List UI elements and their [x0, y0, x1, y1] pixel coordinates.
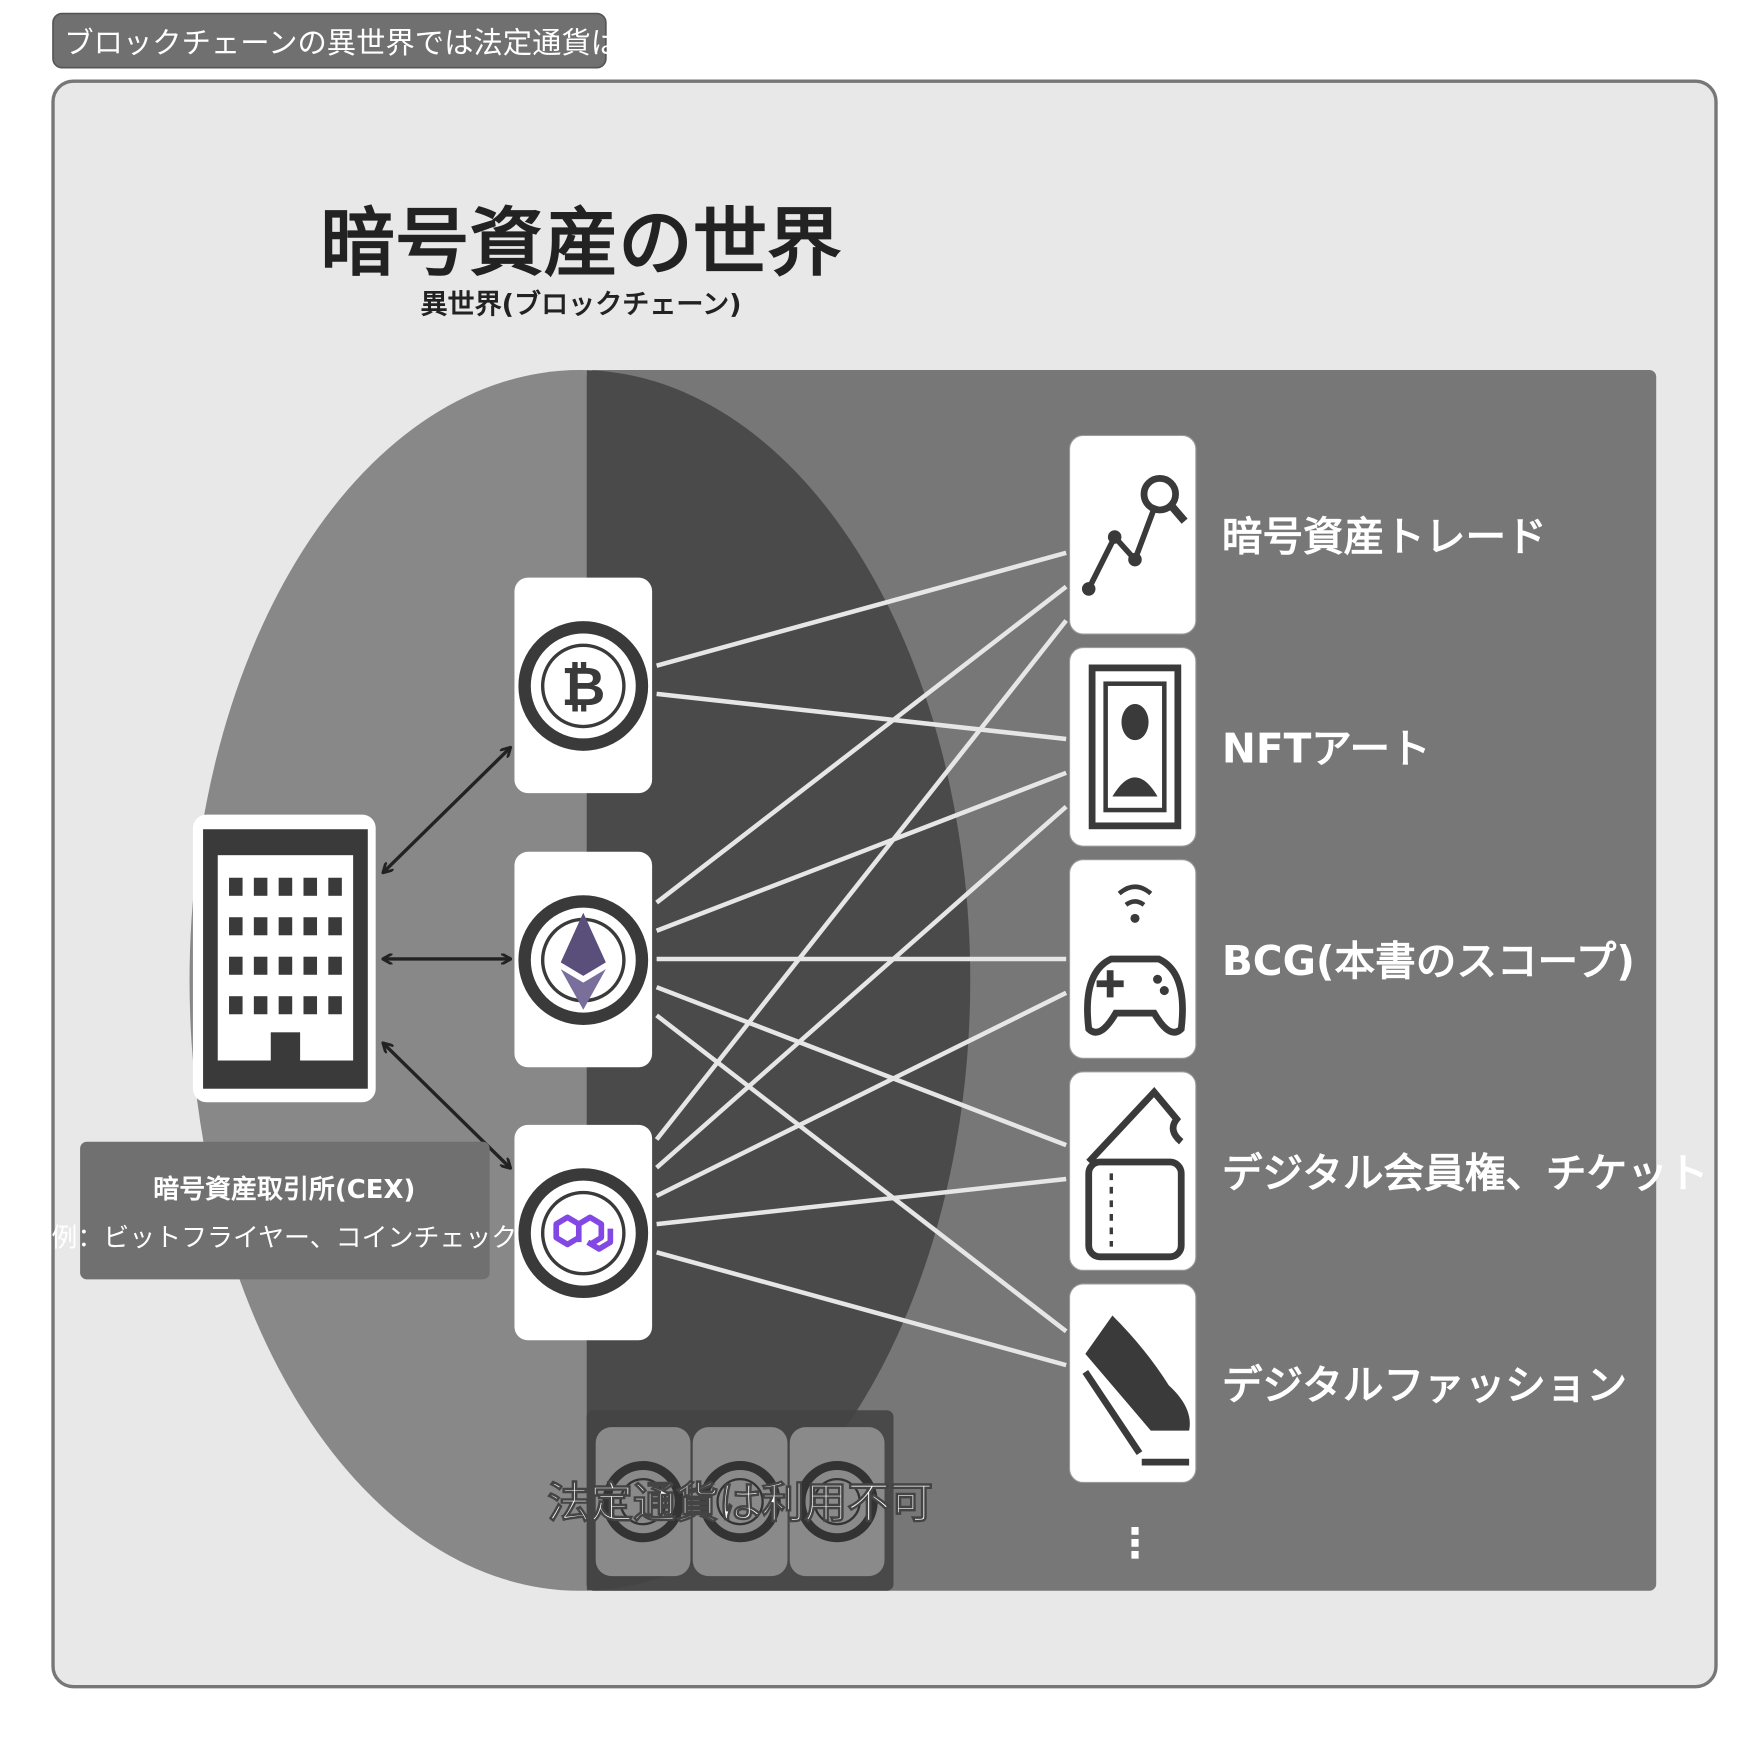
framed-portrait-icon [1088, 664, 1182, 830]
connection-line [655, 804, 1068, 1170]
use-case-label: NFTアート [1222, 725, 1431, 773]
building-icon [203, 829, 368, 1089]
connection-line [655, 985, 1067, 1148]
gamepad-icon [1084, 884, 1186, 1036]
coin-card-bitcoin: ₿ [514, 577, 653, 794]
ethereum-icon [518, 895, 649, 1025]
sneaker-icon [1082, 1315, 1190, 1466]
connection-line [656, 550, 1067, 668]
coin-card-ethereum [514, 851, 653, 1068]
subtitle: 異世界(ブロックチェーン) [420, 289, 741, 321]
fiat-note: 法定通貨は利用不可 [547, 1478, 933, 1528]
coin-card-polygon [514, 1124, 653, 1341]
crypto-world-ellipse-right [586, 370, 971, 1591]
fiat-coin-icon [595, 1427, 691, 1577]
use-case-label: デジタル会員権、チケット [1222, 1149, 1709, 1197]
exchange-examples: (例：ビットフライヤー、コインチェック) [41, 1224, 527, 1254]
fiat-unavailable-box: 法定通貨は利用不可 [547, 1410, 934, 1591]
use-case-label: BCG(本書のスコープ) [1222, 937, 1635, 985]
fiat-coin-icon [789, 1427, 885, 1577]
connection-line [655, 584, 1068, 905]
ticket-icon [1085, 1086, 1185, 1261]
header-tag-text: ブロックチェーンの異世界では法定通貨は使えない [64, 26, 737, 60]
chart-search-icon [1081, 474, 1188, 596]
connection-line [656, 1176, 1067, 1227]
arrow-bitcoin [384, 748, 510, 872]
connection-line [656, 1250, 1067, 1368]
connection-line [655, 1013, 1068, 1334]
page-title: 暗号資産の世界 [320, 200, 841, 287]
header-tag: ブロックチェーンの異世界では法定通貨は使えない [52, 12, 737, 69]
exchange-name: 暗号資産取引所(CEX) [153, 1174, 415, 1205]
use-case-item: デジタル会員権、チケット [1068, 1071, 1709, 1271]
connection-line [655, 770, 1067, 933]
use-case-item: デジタルファッション [1068, 1283, 1627, 1484]
use-case-item: BCG(本書のスコープ) [1068, 859, 1635, 1059]
fiat-coin-icon [692, 1427, 788, 1577]
bitcoin-icon: ₿ [518, 621, 649, 751]
connection-lines [654, 550, 1068, 1368]
use-case-label: 暗号資産トレード [1222, 513, 1547, 561]
more-indicator: ⋮ [1115, 1519, 1156, 1567]
exchange-card [192, 814, 376, 1103]
connection-line [656, 691, 1067, 742]
use-case-item: NFTアート [1068, 647, 1431, 847]
connection-line [654, 619, 1068, 1141]
exchange-label: 暗号資産取引所(CEX) (例：ビットフライヤー、コインチェック) [41, 1141, 527, 1280]
use-case-label: デジタルファッション [1222, 1361, 1627, 1409]
connection-line [655, 990, 1068, 1198]
use-case-item: 暗号資産トレード [1068, 434, 1547, 635]
crypto-world-ellipse-left [189, 370, 587, 1591]
svg-text:₿: ₿ [561, 655, 605, 718]
polygon-icon [518, 1168, 649, 1298]
